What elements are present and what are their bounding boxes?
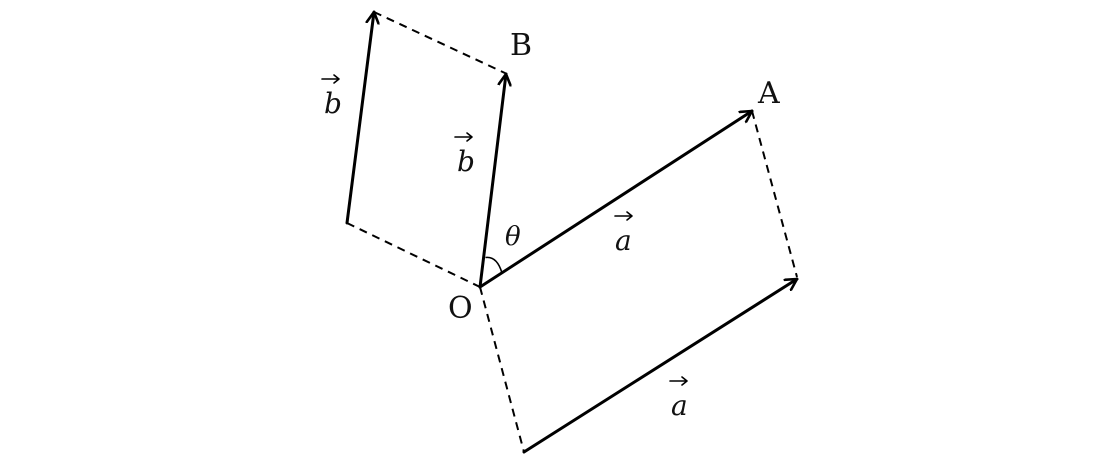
vector-b-translated [345, 10, 374, 225]
label-vector-b-left-text: b [324, 87, 342, 120]
label-point-a: A [757, 76, 780, 111]
vector-b-from-origin [478, 72, 506, 289]
vector-a-from-origin [478, 109, 754, 289]
label-vector-b-left: b [321, 74, 342, 120]
label-vector-b-center-text: b [457, 145, 475, 178]
dashed-a-right [751, 110, 798, 278]
label-vector-a-bottom: a [669, 376, 688, 422]
vector-arrow-icon [454, 132, 473, 142]
label-angle-theta: θ [505, 222, 521, 252]
label-origin: O [448, 291, 473, 326]
label-vector-a-center-text: a [615, 224, 632, 257]
label-vector-b-center: b [454, 132, 475, 178]
vector-a-translated [522, 277, 799, 454]
vector-arrow-icon [669, 376, 688, 386]
dashed-a-left [479, 286, 525, 453]
label-vector-a-bottom-text: a [671, 389, 688, 422]
angle-arc [485, 256, 503, 274]
label-vector-a-center: a [614, 211, 633, 257]
dashed-b-bottom [346, 222, 481, 288]
vector-arrow-icon [614, 211, 633, 221]
dashed-b-top [373, 11, 508, 75]
vector-arrow-icon [321, 74, 340, 84]
label-point-b: B [510, 28, 532, 63]
